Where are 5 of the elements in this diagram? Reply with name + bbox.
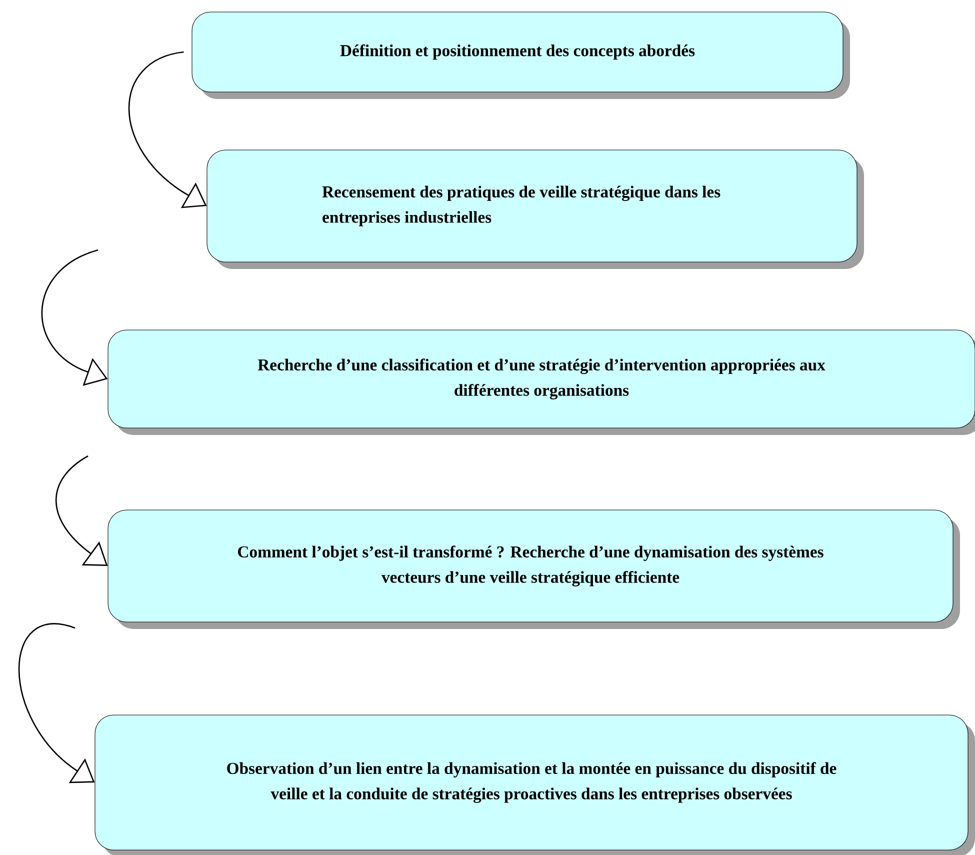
step-box: Recherche d’une classification et d’une stratégie d’intervention appropriées aux différentes organisations xyxy=(108,330,975,435)
step-box: Comment l’objet s’est-il transformé ? Recherche d’une dynamisation des systèmes vecteurs d’une veille stratégique efficiente xyxy=(108,510,960,629)
step-box: Observation d’un lien entre la dynamisation et la montée en puissance du dispositif de veille et la conduite de stratégies proactives dans les entreprises observées xyxy=(94,714,975,855)
step-box: Définition et positionnement des concepts abordés xyxy=(192,12,850,99)
step-box: Recensement des pratiques de veille stratégique dans les entreprises industrielles xyxy=(206,150,864,269)
